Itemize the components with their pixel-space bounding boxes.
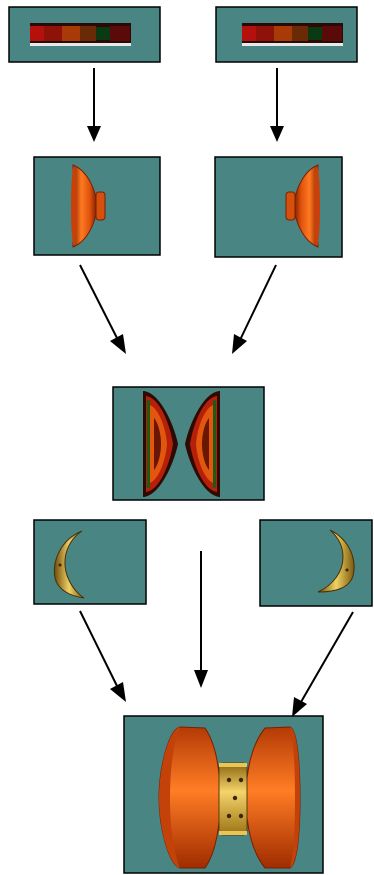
texture-strip-icon (242, 23, 343, 46)
panel-combined (112, 386, 265, 501)
arrow-ring-left-to-final (79, 610, 126, 702)
arrow-combined-to-final (194, 551, 208, 688)
texture-strip-icon (30, 23, 131, 46)
crescent-ring-icon (53, 530, 85, 599)
arrow-half-right-to-combined (232, 264, 277, 354)
yoyo-half-icon (71, 164, 106, 248)
panel-texture-right (215, 6, 358, 63)
arrow-texture-left-to-half-left (87, 68, 101, 142)
panel-half-right (214, 156, 343, 258)
panel-ring-right (259, 519, 373, 607)
panel-texture-left (8, 6, 161, 63)
assembled-yoyo-icon (158, 726, 301, 869)
merged-yoyo-halves-icon (143, 391, 220, 497)
panel-ring-left (33, 519, 147, 605)
arrow-half-left-to-combined (79, 264, 126, 354)
panel-final (123, 715, 324, 874)
panel-half-left (33, 156, 161, 256)
arrow-ring-right-to-final (292, 611, 354, 717)
crescent-ring-icon (317, 529, 355, 593)
arrow-texture-right-to-half-right (270, 68, 284, 142)
yoyo-half-icon (285, 164, 320, 248)
